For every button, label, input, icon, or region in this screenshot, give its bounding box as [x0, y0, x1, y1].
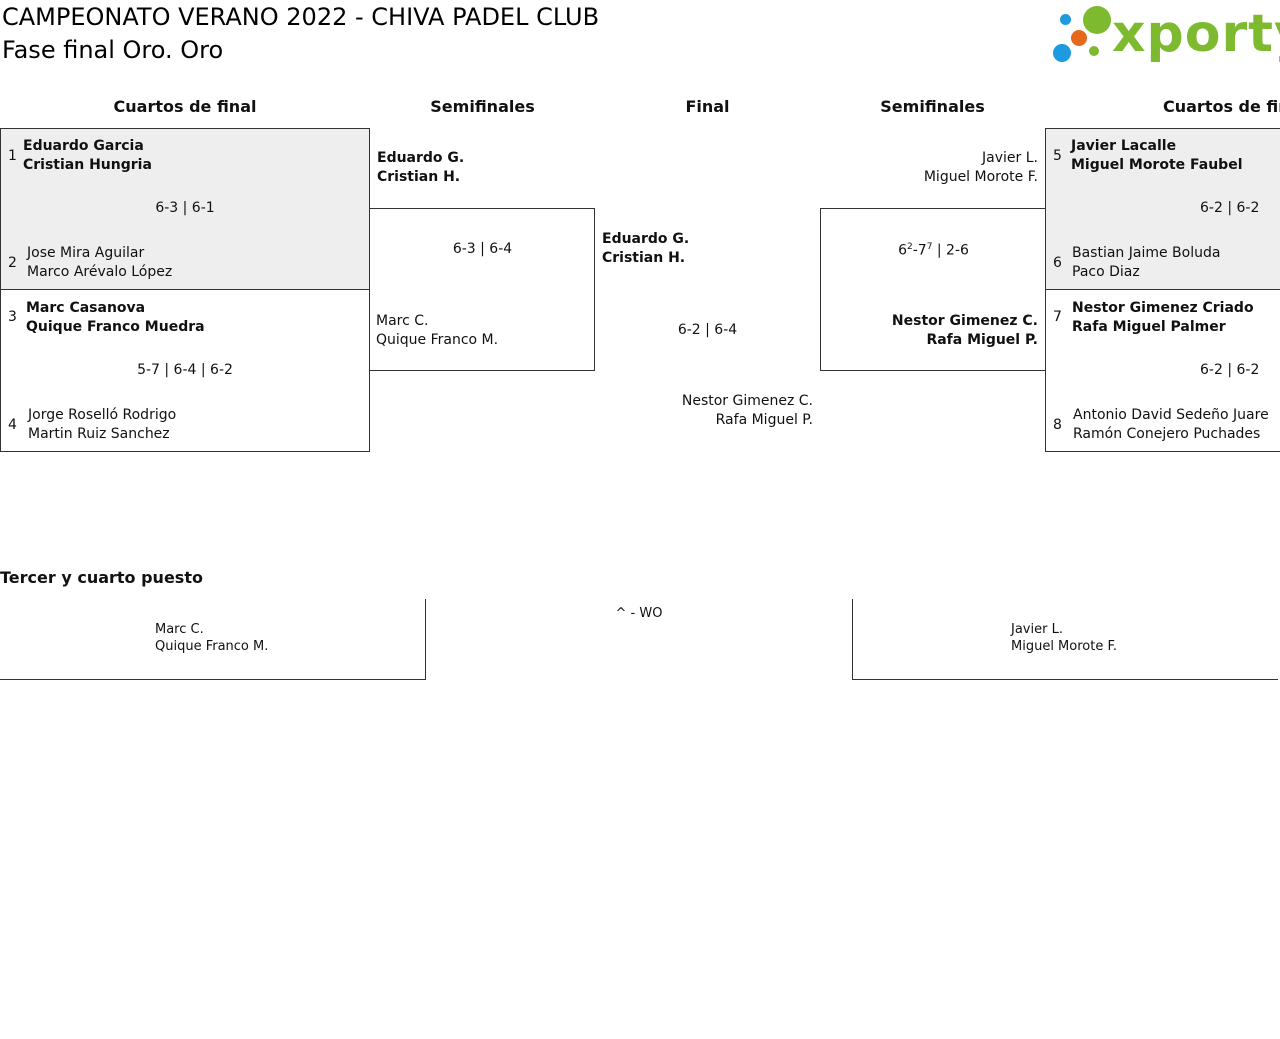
xporty-logo: xporty	[1050, 2, 1280, 68]
player-name: Rafa Miguel P.	[715, 412, 813, 428]
sf-left-team-top: Eduardo G. Cristian H.	[377, 149, 464, 187]
player-name: Nestor Gimenez C.	[891, 313, 1038, 329]
match-score: 5-7 | 6-4 | 6-2	[137, 362, 233, 378]
round-header-final: Final	[685, 97, 730, 116]
match-score: 6-3 | 6-1	[155, 200, 215, 216]
player-name: Nestor Gimenez Criado	[1072, 300, 1254, 316]
sf-right-team-top: Javier L. Miguel Morote F.	[820, 149, 1038, 187]
player-name: Paco Diaz	[1072, 264, 1140, 280]
final-score: 6-2 | 6-4	[677, 322, 738, 338]
sf-left-team-bottom: Marc C. Quique Franco M.	[376, 312, 498, 350]
logo-dot-orange	[1071, 30, 1087, 46]
player-name: Jorge Roselló Rodrigo	[28, 407, 177, 423]
seed-number: 5	[1053, 148, 1062, 164]
logo-dot-blue-small	[1060, 14, 1071, 25]
player-name: Martin Ruiz Sanchez	[28, 426, 170, 442]
player-name: Eduardo G.	[602, 231, 690, 247]
player-name: Eduardo Garcia	[23, 138, 144, 154]
third-place-title: Tercer y cuarto puesto	[0, 568, 203, 587]
round-header-qf-right: Cuartos de fin	[1163, 97, 1280, 116]
sf-right-bracket: 62-77 | 2-6 Nestor Gimenez C. Rafa Migue…	[820, 208, 1046, 371]
player-name: Cristian H.	[377, 169, 461, 185]
player-name: Bastian Jaime Boluda	[1072, 245, 1221, 261]
third-place-score: ^ - WO	[615, 606, 663, 621]
player-name: Jose Mira Aguilar	[27, 245, 145, 261]
player-name: Miguel Morote F.	[923, 169, 1038, 185]
player-name: Nestor Gimenez C.	[681, 393, 813, 409]
team-3-top: Marc Casanova Quique Franco Muedra	[26, 299, 205, 337]
round-header-sf-right: Semifinales	[880, 97, 985, 116]
team-4-bottom: Jorge Roselló Rodrigo Martin Ruiz Sanche…	[28, 406, 176, 444]
sf-left-bracket: 6-3 | 6-4 Marc C. Quique Franco M.	[370, 208, 595, 371]
qf-match-2: 3 Marc Casanova Quique Franco Muedra 5-7…	[0, 289, 370, 452]
team-2-bottom: Jose Mira Aguilar Marco Arévalo López	[27, 244, 172, 282]
player-name: Marco Arévalo López	[27, 264, 173, 280]
qf-match-1: 1 Eduardo Garcia Cristian Hungria 6-3 | …	[0, 128, 370, 290]
sf-right-team-bottom: Nestor Gimenez C. Rafa Miguel P.	[821, 312, 1038, 350]
player-name: Miguel Morote Faubel	[1071, 157, 1243, 173]
player-name: Javier Lacalle	[1071, 138, 1177, 154]
match-score: 62-77 | 2-6	[898, 242, 969, 259]
player-name: Marc Casanova	[26, 300, 146, 316]
seed-number: 7	[1053, 309, 1062, 325]
player-name: Quique Franco M.	[155, 639, 269, 654]
player-name: Rafa Miguel Palmer	[1072, 319, 1226, 335]
match-score: 6-2 | 6-2	[1200, 200, 1260, 216]
logo-dot-blue	[1053, 44, 1071, 62]
player-name: Rafa Miguel P.	[926, 332, 1038, 348]
round-header-qf-left: Cuartos de final	[113, 97, 257, 116]
qf-match-3: 5 Javier Lacalle Miguel Morote Faubel 6-…	[1045, 128, 1280, 290]
team-1-top: Eduardo Garcia Cristian Hungria	[23, 137, 152, 175]
player-name: Ramón Conejero Puchades	[1073, 426, 1261, 442]
seed-number: 6	[1053, 255, 1062, 271]
page-subtitle: Fase final Oro. Oro	[2, 36, 224, 64]
player-name: Quique Franco Muedra	[26, 319, 205, 335]
page-title: CAMPEONATO VERANO 2022 - CHIVA PADEL CLU…	[2, 3, 600, 31]
match-score: 6-3 | 6-4	[452, 241, 513, 257]
team-8-bottom: Antonio David Sedeño Juare Ramón Conejer…	[1073, 406, 1269, 444]
third-place-team-right: Javier L. Miguel Morote F.	[1011, 621, 1117, 655]
logo-dot-green-small	[1089, 46, 1099, 56]
logo-dot-green-large	[1083, 6, 1111, 34]
seed-number: 4	[8, 417, 17, 433]
seed-number: 1	[8, 148, 17, 164]
seed-number: 3	[8, 309, 17, 325]
player-name: Cristian Hungria	[23, 157, 152, 173]
player-name: Javier L.	[982, 150, 1038, 166]
player-name: Marc C.	[155, 622, 204, 637]
team-6-bottom: Bastian Jaime Boluda Paco Diaz	[1072, 244, 1220, 282]
team-5-top: Javier Lacalle Miguel Morote Faubel	[1071, 137, 1243, 175]
team-7-top: Nestor Gimenez Criado Rafa Miguel Palmer	[1072, 299, 1254, 337]
match-score: 6-2 | 6-2	[1200, 362, 1260, 378]
final-team-bottom: Nestor Gimenez C. Rafa Miguel P.	[595, 392, 813, 430]
seed-number: 2	[8, 255, 17, 271]
player-name: Quique Franco M.	[376, 332, 499, 348]
qf-match-4: 7 Nestor Gimenez Criado Rafa Miguel Palm…	[1045, 289, 1280, 452]
round-header-sf-left: Semifinales	[430, 97, 535, 116]
final-team-top: Eduardo G. Cristian H.	[602, 230, 689, 268]
player-name: Miguel Morote F.	[1011, 639, 1117, 654]
third-place-left-team: Marc C. Quique Franco M.	[0, 599, 426, 680]
player-name: Eduardo G.	[377, 150, 465, 166]
seed-number: 8	[1053, 417, 1062, 433]
player-name: Cristian H.	[602, 250, 686, 266]
player-name: Marc C.	[376, 313, 429, 329]
third-place-right-team: Javier L. Miguel Morote F.	[852, 599, 1278, 680]
logo-wordmark: xporty	[1112, 4, 1280, 64]
player-name: Antonio David Sedeño Juare	[1073, 407, 1269, 423]
third-place-team-left: Marc C. Quique Franco M.	[155, 621, 268, 655]
player-name: Javier L.	[1011, 622, 1063, 637]
